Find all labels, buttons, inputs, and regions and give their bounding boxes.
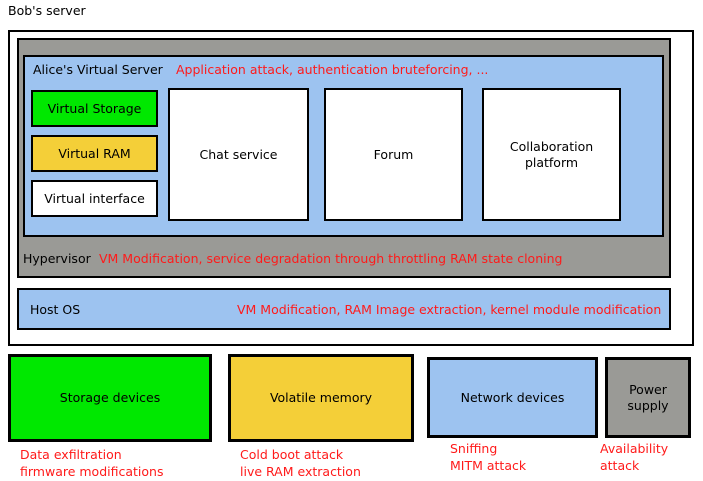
service-chat-label: Chat service — [199, 146, 278, 162]
service-box-collaboration-platform: Collaboration platform — [482, 88, 621, 221]
service-box-forum: Forum — [324, 88, 463, 221]
virtual-interface-box: Virtual interface — [31, 180, 158, 217]
service-collab-label: Collaboration platform — [509, 138, 594, 170]
server-title: Bob's server — [8, 3, 86, 18]
hardware-network-label: Network devices — [460, 389, 565, 405]
virtual-ram-label: Virtual RAM — [58, 146, 131, 161]
hardware-power-label: Power supply — [627, 381, 669, 413]
hardware-box-power-supply: Power supply — [605, 357, 691, 438]
virtual-ram-box: Virtual RAM — [31, 135, 158, 172]
hypervisor-label: Hypervisor — [23, 251, 91, 266]
virtual-server-threat-text: Application attack, authentication brute… — [176, 62, 489, 77]
service-forum-label: Forum — [373, 146, 414, 162]
hardware-network-threat-text: Sniffing MITM attack — [450, 441, 527, 473]
virtual-server-label: Alice's Virtual Server — [33, 62, 163, 77]
host-os-layer — [17, 288, 671, 330]
hardware-box-storage-devices: Storage devices — [8, 354, 212, 442]
virtual-storage-box: Virtual Storage — [31, 90, 158, 127]
hardware-box-volatile-memory: Volatile memory — [228, 354, 414, 442]
hardware-power-threat-text: Availability attack — [600, 441, 669, 473]
host-os-label: Host OS — [30, 302, 81, 317]
hardware-memory-label: Volatile memory — [269, 390, 373, 406]
host-os-threat-text: VM Modification, RAM Image extraction, k… — [237, 302, 662, 317]
service-box-chat: Chat service — [168, 88, 309, 221]
hardware-memory-threat-text: Cold boot attack live RAM extraction — [240, 447, 361, 479]
hardware-storage-label: Storage devices — [59, 390, 161, 406]
virtual-storage-label: Virtual Storage — [47, 101, 142, 116]
virtual-interface-label: Virtual interface — [44, 191, 145, 206]
hypervisor-threat-text: VM Modification, service degradation thr… — [99, 251, 563, 266]
hardware-box-network-devices: Network devices — [427, 357, 598, 438]
hardware-storage-threat-text: Data exfiltration firmware modifications — [20, 447, 164, 479]
